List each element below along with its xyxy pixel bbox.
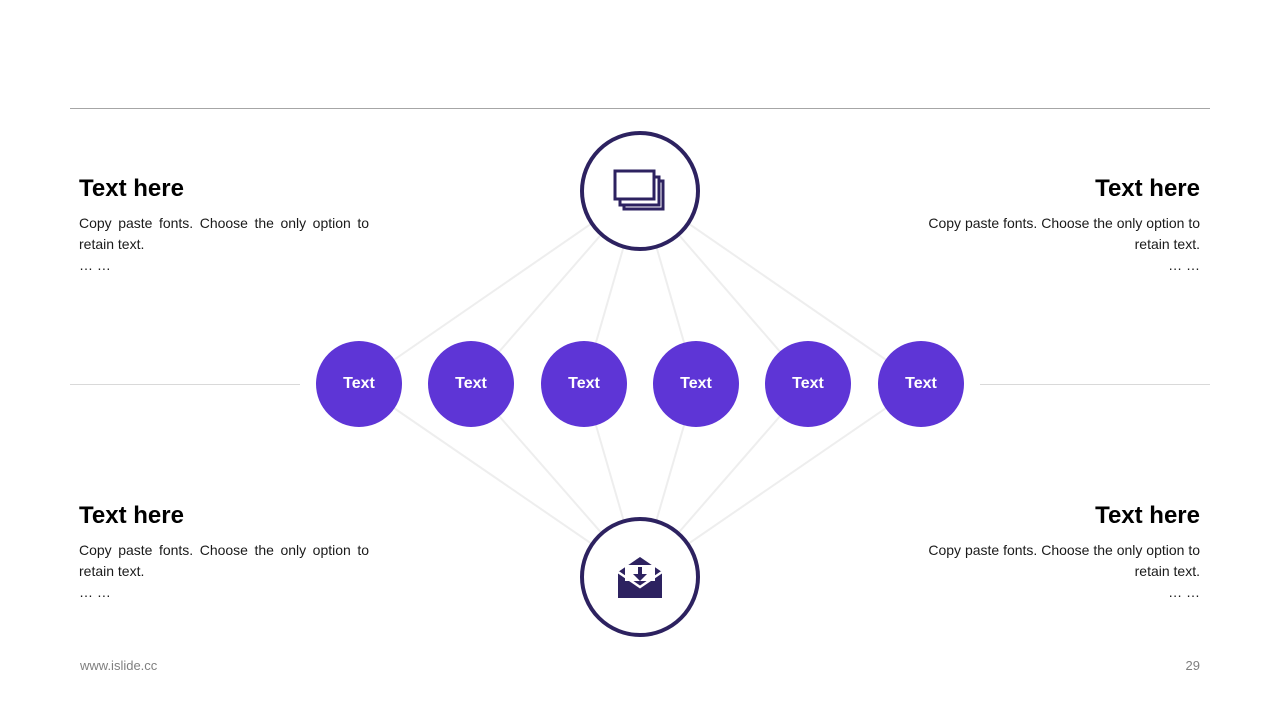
block-body: Copy paste fonts. Choose the only option…: [79, 542, 369, 579]
text-block-bottom-right: Text here Copy paste fonts. Choose the o…: [910, 502, 1200, 602]
block-title: Text here: [1095, 502, 1200, 529]
node-3: Text: [541, 341, 627, 427]
block-title: Text here: [79, 502, 184, 529]
block-ellipsis: … …: [79, 257, 111, 273]
envelope-download-icon: [617, 557, 663, 598]
bottom-hub: [580, 517, 700, 637]
text-block-bottom-left: Text here Copy paste fonts. Choose the o…: [79, 502, 369, 602]
page-number: 29: [1185, 658, 1200, 673]
text-block-top-left: Text here Copy paste fonts. Choose the o…: [79, 175, 369, 275]
top-hub: [580, 131, 700, 251]
block-title: Text here: [79, 175, 184, 202]
middle-divider-right: [980, 384, 1210, 385]
folders-icon: [613, 169, 665, 211]
text-block-top-right: Text here Copy paste fonts. Choose the o…: [910, 175, 1200, 275]
block-ellipsis: … …: [1168, 257, 1200, 273]
middle-divider-left: [70, 384, 300, 385]
block-ellipsis: … …: [1168, 584, 1200, 600]
block-title: Text here: [1095, 175, 1200, 202]
node-6: Text: [878, 341, 964, 427]
top-divider: [70, 108, 1210, 109]
block-ellipsis: … …: [79, 584, 111, 600]
block-body: Copy paste fonts. Choose the only option…: [79, 215, 369, 252]
footer-website: www.islide.cc: [80, 658, 158, 673]
block-body: Copy paste fonts. Choose the only option…: [928, 215, 1200, 252]
node-1: Text: [316, 341, 402, 427]
node-5: Text: [765, 341, 851, 427]
block-body: Copy paste fonts. Choose the only option…: [928, 542, 1200, 579]
node-4: Text: [653, 341, 739, 427]
node-2: Text: [428, 341, 514, 427]
